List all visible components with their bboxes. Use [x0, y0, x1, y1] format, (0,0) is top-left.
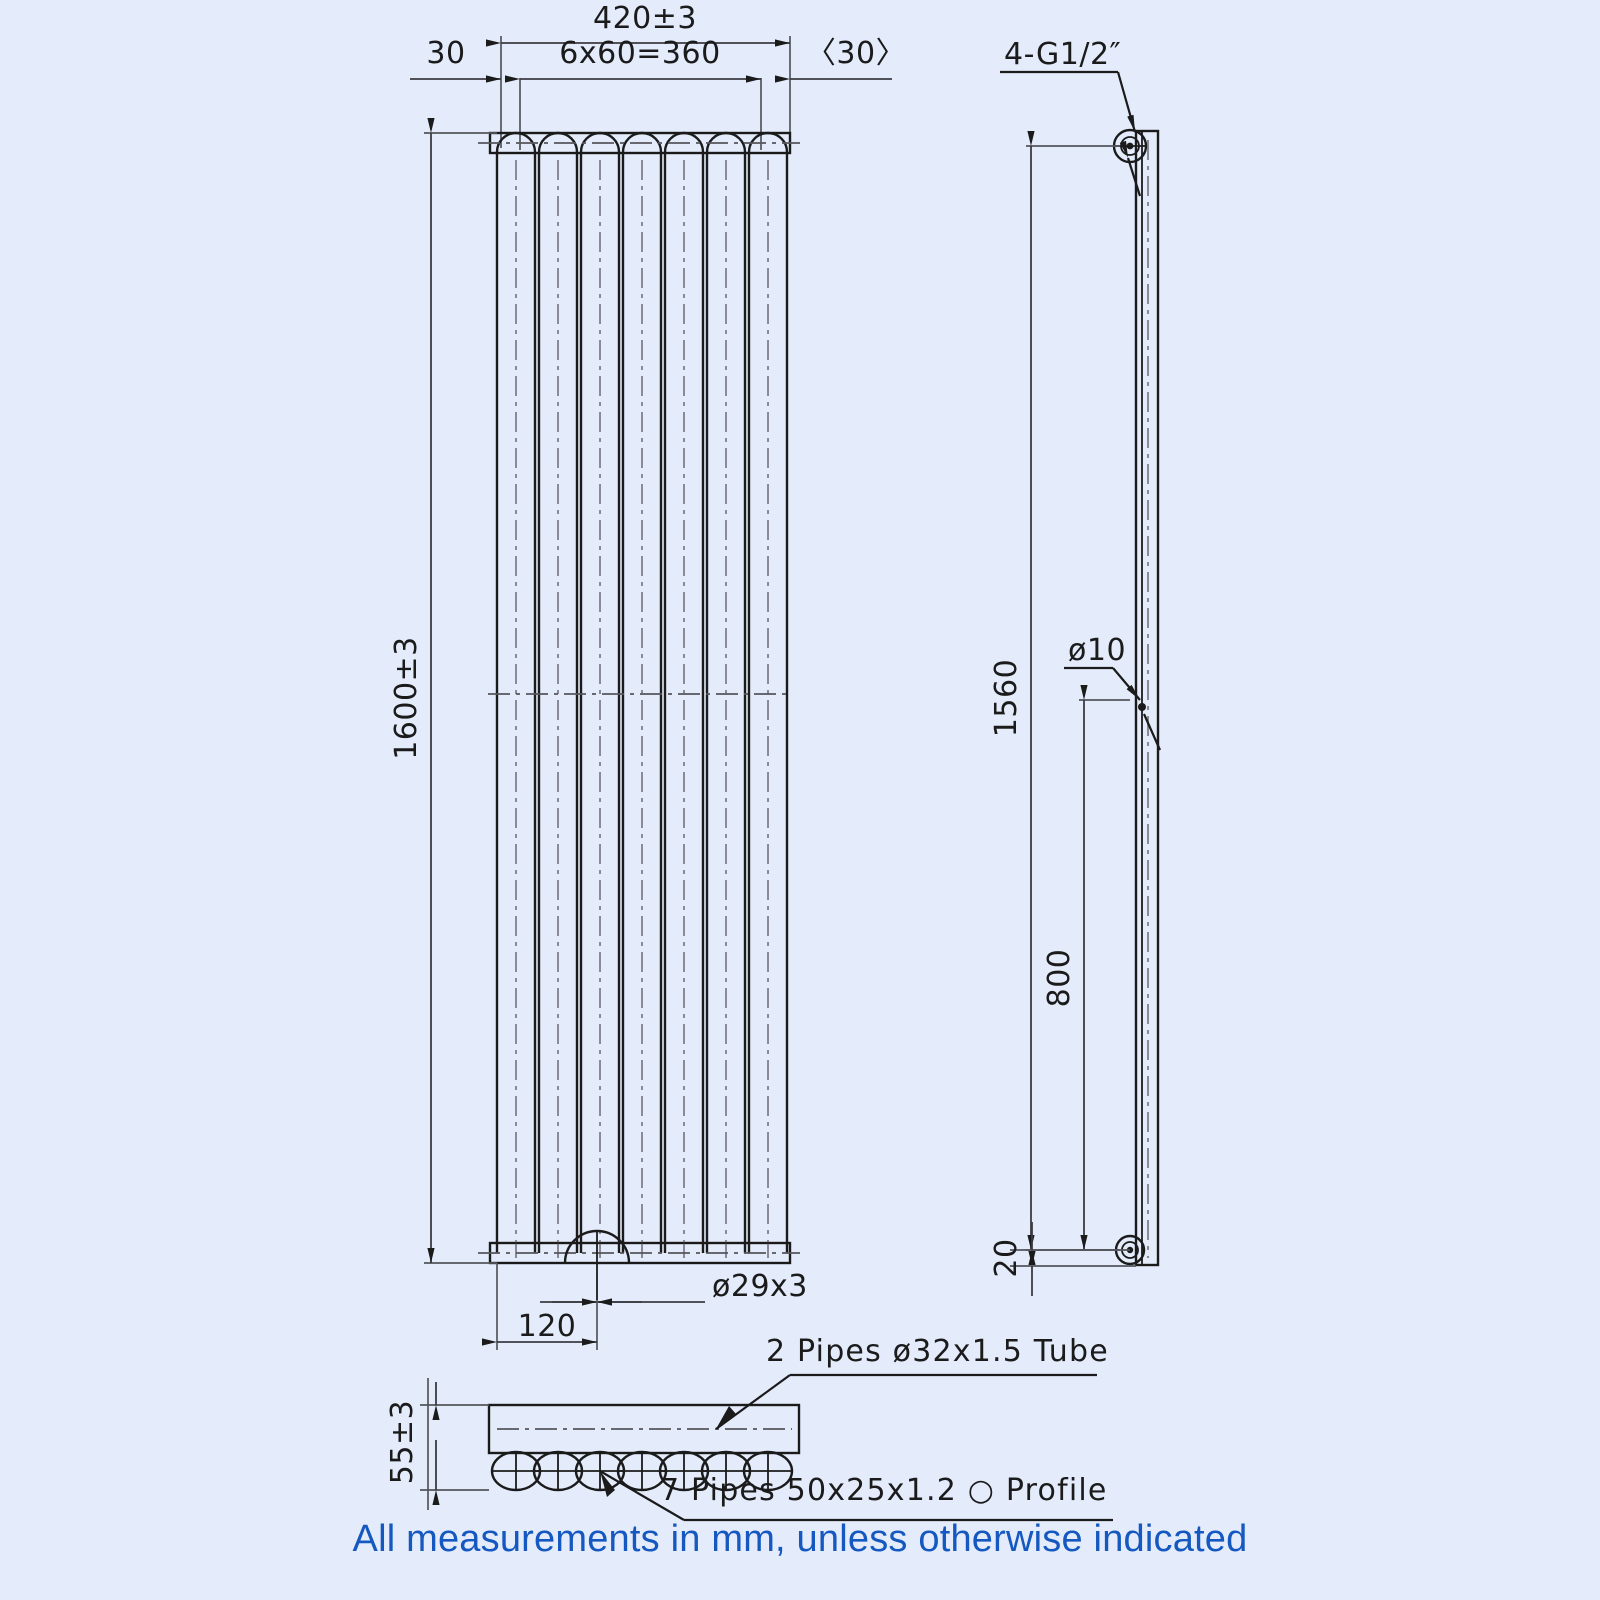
front-view-radiator — [478, 131, 800, 1300]
oval-profile-row — [490, 1450, 794, 1492]
dim-left-offset: 30 — [426, 36, 465, 71]
front-view-port-dimensions: ø29x3 120 — [482, 1263, 808, 1350]
dim-section-depth: 55±3 — [385, 1400, 420, 1484]
callout-tube-label: 2 Pipes ø32x1.5 Tube — [766, 1334, 1109, 1369]
dim-hole-spec: ø10 — [1068, 633, 1126, 668]
dim-port-thread: 4-G1/2″ — [1004, 37, 1121, 72]
footer-note: All measurements in mm, unless otherwise… — [352, 1518, 1248, 1560]
hole-callout-leader: ø10 — [1064, 633, 1162, 751]
dim-port-spec: ø29x3 — [712, 1269, 808, 1304]
oval-profile — [742, 1450, 794, 1492]
callout-profile: 7 Pipes 50x25x1.2 ○ Profile — [599, 1470, 1113, 1522]
dim-port-offset: 120 — [518, 1309, 577, 1344]
dim-lower-span: 800 — [1042, 949, 1077, 1008]
dim-right-offset: 〈30〉 — [806, 36, 906, 71]
dim-bottom-offset: 20 — [989, 1238, 1024, 1277]
side-view: 4-G1/2″ 1560 800 20 ø1 — [989, 37, 1162, 1296]
section-view: 55±3 2 Pipes ø32x1.5 Tube 7 Pipes 50x25x… — [385, 1334, 1113, 1522]
dim-overall-height: 1600±3 — [389, 636, 424, 760]
callout-profile-label: 7 Pipes 50x25x1.2 ○ Profile — [660, 1473, 1108, 1508]
tube-column — [495, 131, 789, 1258]
oval-profile — [490, 1450, 542, 1492]
front-view-height-dimension: 1600±3 — [389, 118, 497, 1264]
dim-bracket-span: 1560 — [989, 659, 1024, 737]
dim-overall-width: 420±3 — [593, 1, 697, 36]
dim-tube-pitch: 6x60=360 — [559, 36, 720, 71]
callout-tube: 2 Pipes ø32x1.5 Tube — [715, 1334, 1109, 1430]
front-view-width-dimensions: 420±3 6x60=360 30 〈30〉 — [410, 1, 906, 150]
thread-callout-leader: 4-G1/2″ — [1000, 37, 1142, 197]
